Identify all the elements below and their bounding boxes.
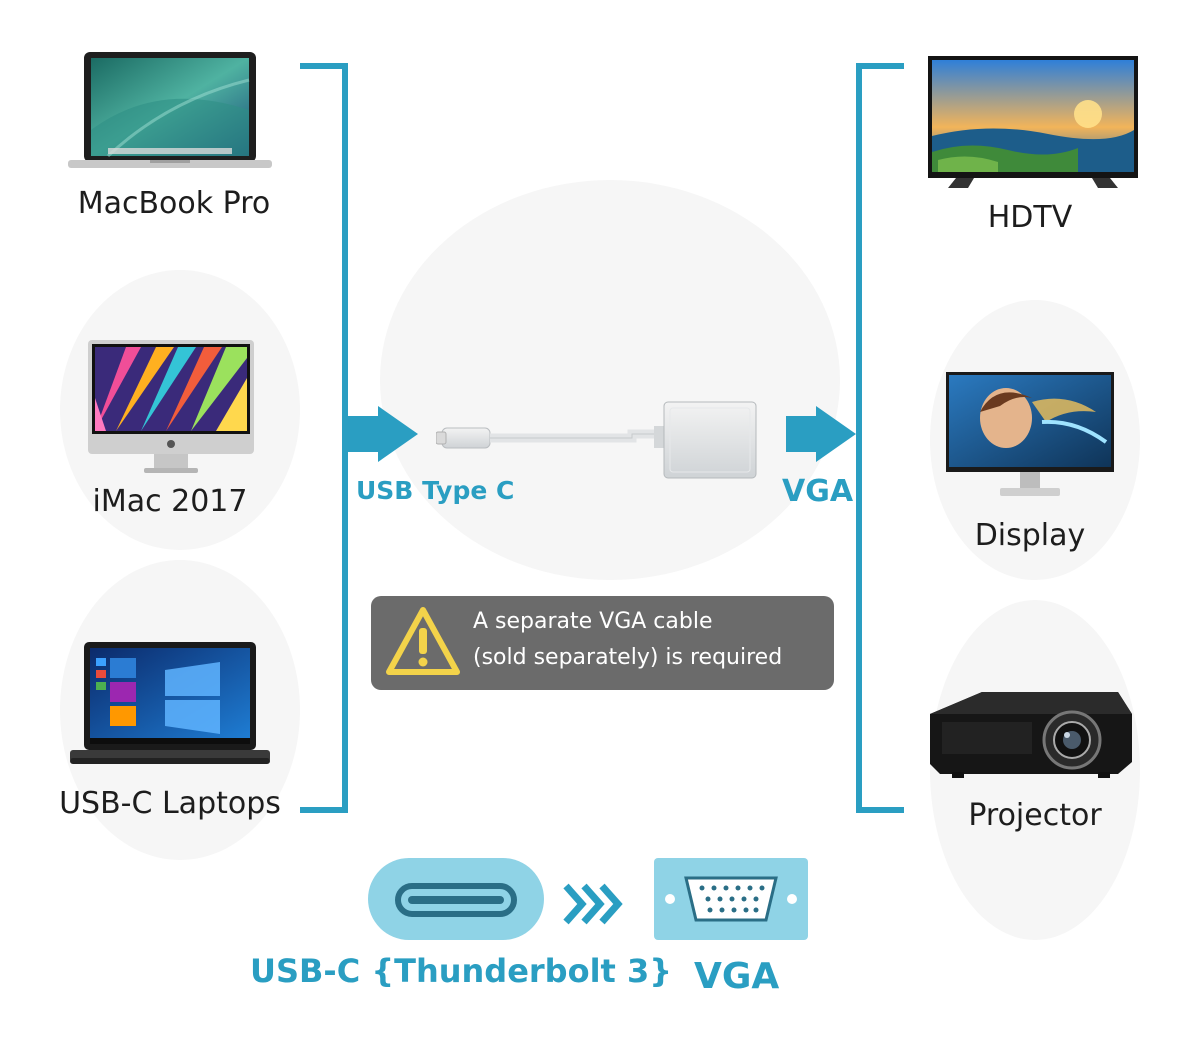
projector-device [922, 684, 1136, 780]
notice-line-2: (sold separately) is required [473, 645, 783, 670]
display-label: Display [974, 518, 1086, 553]
cable-required-notice: A separate VGA cable (sold separately) i… [371, 596, 834, 690]
chevrons-right-icon [563, 883, 623, 925]
usb-c-port-icon [368, 858, 544, 940]
imac-label: iMac 2017 [92, 484, 248, 519]
target-bracket [786, 63, 904, 813]
hdtv-device [928, 56, 1138, 190]
vga-footer-label: VGA [694, 956, 780, 997]
imac-device [86, 338, 256, 478]
vga-output-label: VGA [782, 474, 854, 509]
notice-line-1: A separate VGA cable [473, 609, 713, 634]
imac-icon [88, 340, 254, 473]
usb-c-laptops-label: USB-C Laptops [59, 786, 281, 821]
usb-c-to-vga-adapter-icon [436, 401, 757, 479]
display-device [946, 372, 1114, 500]
windows-laptop-icon [70, 642, 270, 764]
right-arrow-icon [786, 406, 856, 462]
usb-c-thunderbolt-label: USB-C {Thunderbolt 3} [250, 952, 673, 990]
usb-type-c-label: USB Type C [356, 476, 515, 505]
hdtv-label: HDTV [987, 200, 1073, 235]
tv-icon [928, 56, 1138, 188]
background-blob [380, 180, 840, 580]
macbook-icon [68, 52, 272, 168]
projector-icon [930, 692, 1132, 778]
monitor-icon [946, 372, 1114, 496]
warning-icon [386, 607, 460, 675]
projector-label: Projector [968, 798, 1102, 833]
source-bracket [300, 63, 418, 813]
macbook-pro-label: MacBook Pro [77, 186, 271, 221]
vga-port-icon [654, 858, 808, 940]
usb-c-laptop-device [70, 640, 270, 768]
macbook-pro-device [68, 50, 272, 170]
right-arrow-icon [345, 406, 418, 462]
